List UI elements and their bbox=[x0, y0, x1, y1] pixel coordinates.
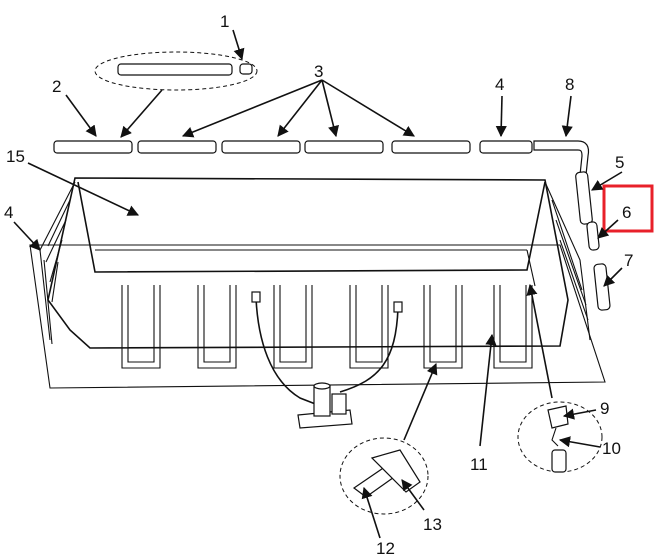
beam-3c bbox=[304, 140, 384, 154]
beam-3a bbox=[137, 140, 217, 154]
beam-3d bbox=[391, 140, 471, 154]
filter-pump bbox=[297, 382, 353, 429]
label-13: 13 bbox=[423, 515, 442, 534]
label-1: 1 bbox=[220, 12, 229, 31]
label-7: 7 bbox=[624, 251, 633, 270]
pump-hose-left bbox=[255, 297, 319, 406]
pump-hose-right bbox=[339, 307, 399, 393]
beam-3b bbox=[221, 140, 301, 154]
label-4-left: 4 bbox=[4, 203, 13, 222]
pool-end-wall bbox=[526, 249, 536, 287]
label-12: 12 bbox=[376, 539, 395, 558]
beam-4 bbox=[479, 140, 533, 154]
leg-part-5 bbox=[575, 171, 593, 225]
label-5: 5 bbox=[615, 153, 624, 172]
label-9: 9 bbox=[600, 399, 609, 418]
clip-parts-9-10 bbox=[547, 405, 569, 473]
left-end-frame bbox=[39, 181, 76, 345]
label-6: 6 bbox=[622, 203, 631, 222]
connector-part-1 bbox=[239, 63, 253, 75]
label-15: 15 bbox=[6, 147, 25, 166]
hose-fitting-left bbox=[251, 291, 261, 303]
callout-circle-12-13 bbox=[339, 437, 429, 515]
leg-part-6 bbox=[586, 221, 600, 251]
label-3: 3 bbox=[314, 62, 323, 81]
pool-liner bbox=[47, 177, 569, 349]
leader-arrows bbox=[13, 29, 623, 539]
highlight-box bbox=[602, 184, 654, 233]
ground-cloth bbox=[29, 244, 606, 389]
label-8: 8 bbox=[565, 75, 574, 94]
right-end-frame bbox=[544, 181, 591, 341]
pipe-part-top bbox=[117, 63, 233, 76]
label-11: 11 bbox=[470, 455, 488, 474]
leg-part-7 bbox=[593, 263, 611, 311]
side-legs bbox=[121, 285, 533, 369]
label-4-top: 4 bbox=[495, 75, 504, 94]
hose-fitting-right bbox=[393, 301, 403, 313]
callout-circle-1 bbox=[94, 51, 258, 91]
callout-circle-9-10 bbox=[517, 401, 603, 473]
label-10: 10 bbox=[602, 439, 621, 458]
beam-2 bbox=[53, 140, 133, 154]
label-2: 2 bbox=[52, 77, 61, 96]
corner-joint-8 bbox=[533, 140, 590, 176]
pool-top-rail bbox=[77, 181, 546, 273]
